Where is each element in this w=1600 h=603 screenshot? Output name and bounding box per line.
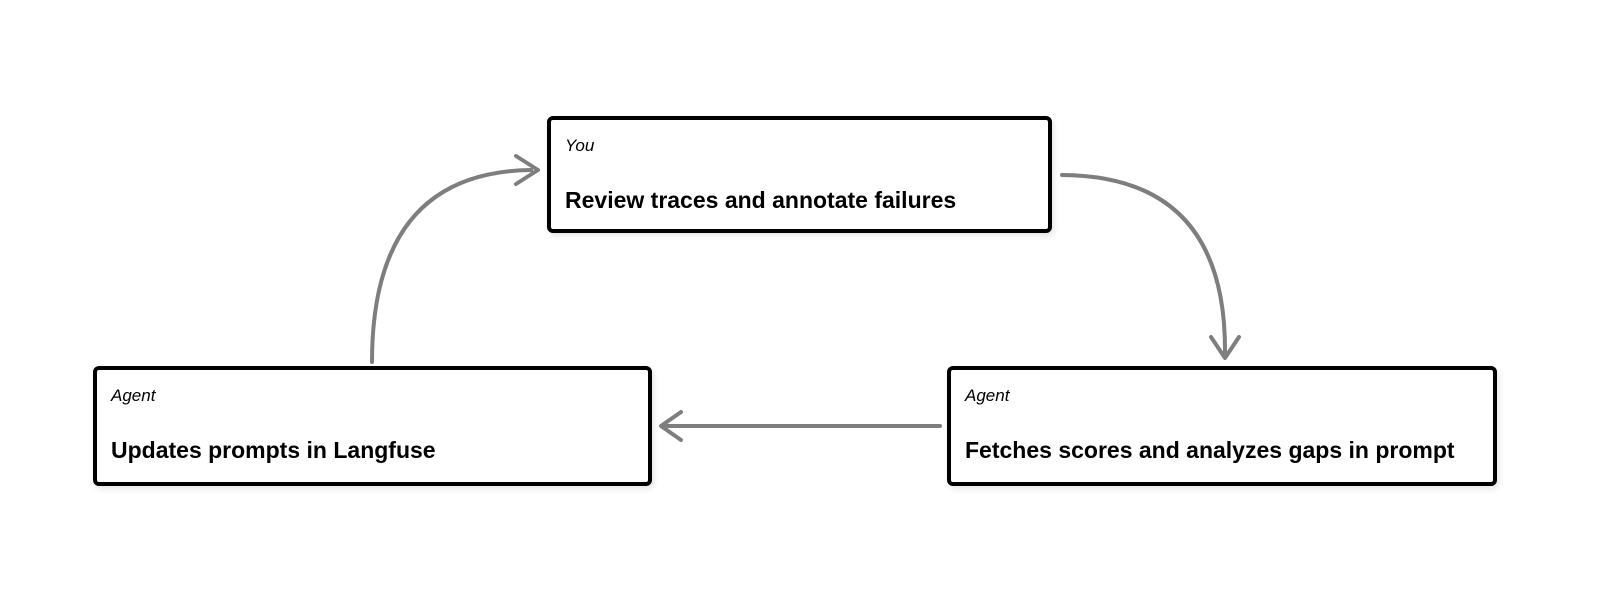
arrow-updates-to-review — [370, 168, 533, 364]
arrowhead-updates-to-review-icon — [514, 154, 540, 186]
node-actor-label: You — [565, 136, 595, 155]
arrowhead-review-to-fetches-icon — [1209, 335, 1241, 360]
node-action-text: Review traces and annotate failures — [565, 187, 957, 213]
node-fetches-scores: Agent Fetches scores and analyzes gaps i… — [947, 366, 1497, 486]
node-actor-label: Agent — [965, 386, 1010, 405]
node-updates-prompts: Agent Updates prompts in Langfuse — [93, 366, 652, 486]
node-action-text: Fetches scores and analyzes gaps in prom… — [965, 437, 1455, 463]
arrowhead-fetches-to-updates-icon — [659, 410, 683, 442]
node-actor-label: Agent — [111, 386, 156, 405]
node-review-traces: You Review traces and annotate failures — [547, 116, 1052, 233]
arrow-review-to-fetches — [1060, 173, 1228, 354]
node-action-text: Updates prompts in Langfuse — [111, 437, 436, 463]
